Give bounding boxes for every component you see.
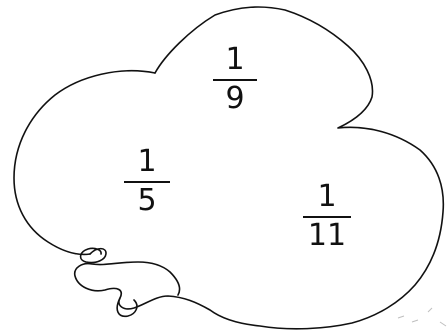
- denominator: 9: [225, 83, 244, 115]
- numerator: 1: [317, 181, 336, 213]
- cloud-inner-stub: [117, 298, 137, 316]
- denominator: 11: [308, 220, 346, 252]
- denominator: 5: [137, 185, 156, 217]
- fraction-one-ninth: 1 9: [213, 44, 257, 115]
- numerator: 1: [225, 44, 244, 76]
- cloud-small-loop: [81, 248, 106, 262]
- faint-mark: [398, 308, 446, 326]
- fraction-one-fifth: 1 5: [124, 146, 170, 217]
- fraction-one-eleventh: 1 11: [303, 181, 351, 252]
- numerator: 1: [137, 146, 156, 178]
